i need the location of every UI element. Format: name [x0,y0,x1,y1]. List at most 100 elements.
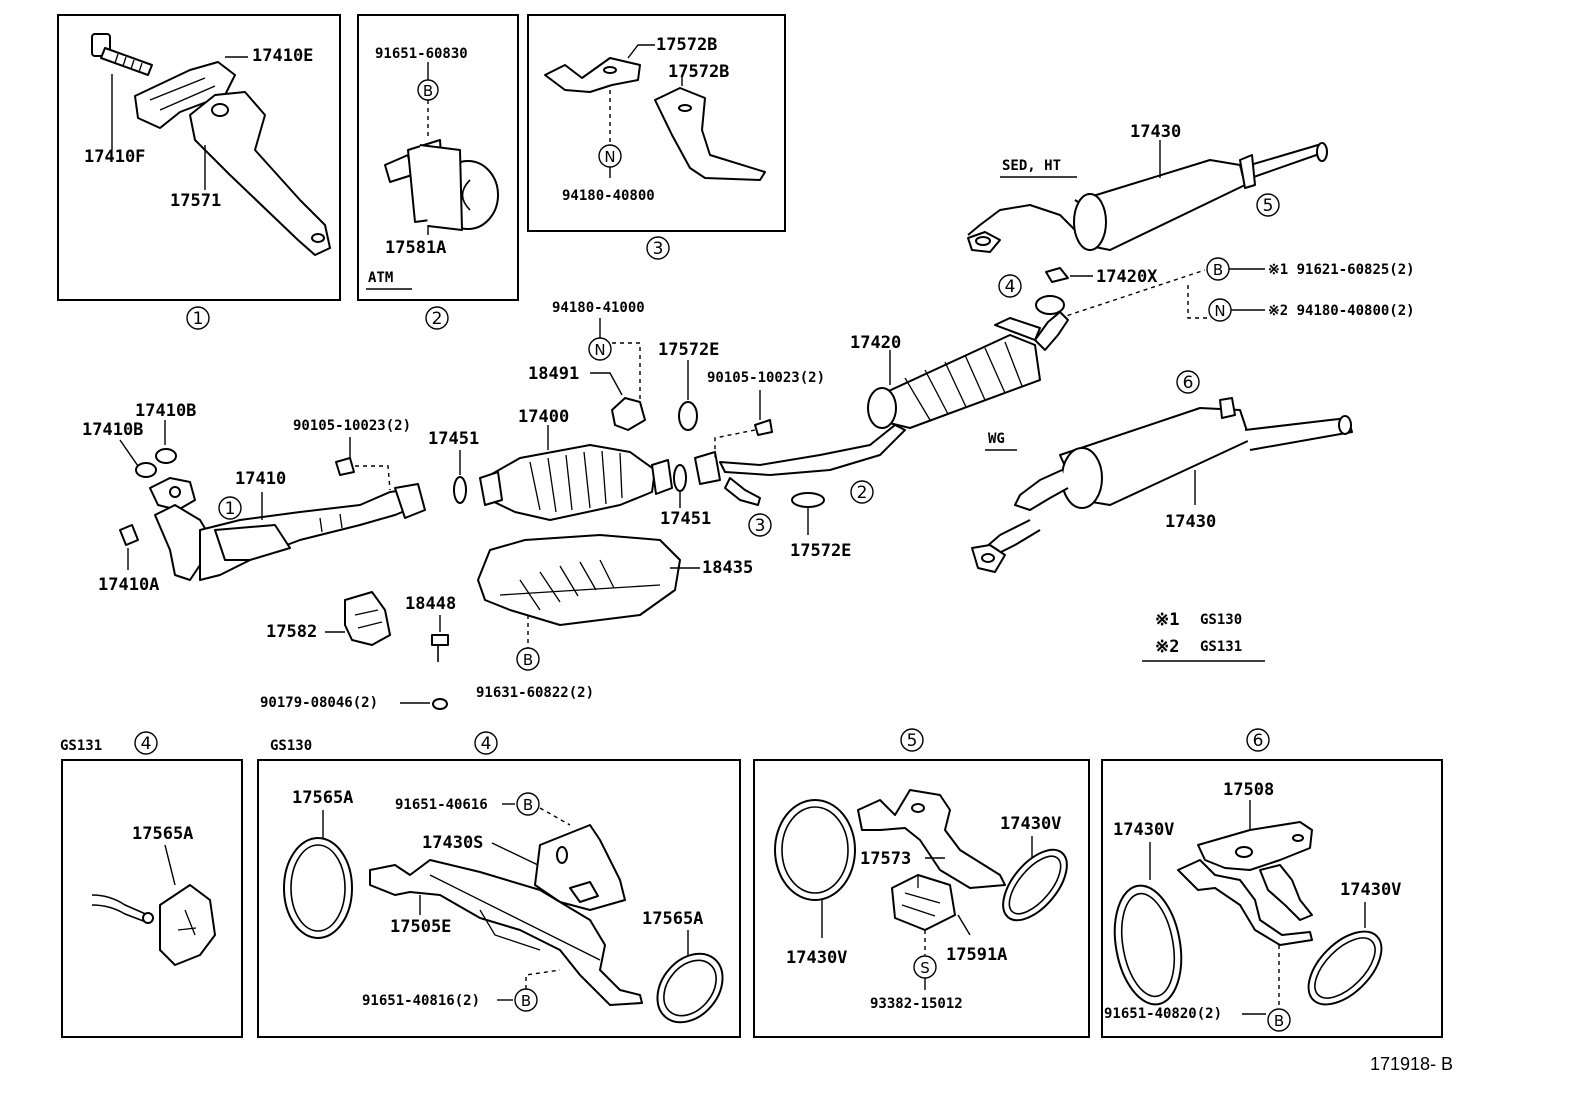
label-17572b-1: 17572B [656,35,717,55]
nut-n-symbol-top: N [1214,302,1225,320]
bolt-90105-right [754,419,773,436]
gasket-17410b-2 [135,462,157,478]
label-17505e: 17505E [390,917,451,937]
bolt-b-symbol-box4b-bottom: B [521,992,531,1010]
tail-pipe-wg [971,397,1353,573]
inset-box-4b: 17565A 91651-40616 B 17430S 17505E 17565… [257,759,741,1038]
label-93382-15012: 93382-15012 [870,996,963,1012]
label-17430v-box5-left: 17430V [786,948,847,968]
catalytic-converter-17400 [479,444,673,521]
inset-box-1-frame [57,14,341,301]
label-18491: 18491 [528,364,579,384]
label-17591a: 17591A [946,945,1007,965]
inset-box-4a-frame [61,759,243,1038]
bracket-17430s [534,824,626,911]
sed-ht-label: SED, HT [1002,158,1061,174]
gasket-17410b-1 [155,448,177,464]
bracket-17508 [1197,821,1313,871]
label-90105-10023-left: 90105-10023(2) [293,418,411,434]
box4b-model: GS130 [270,738,312,754]
inset-box-6: 17508 17430V 17430V 91651-40820(2) B [1101,759,1443,1038]
label-17573: 17573 [860,849,911,869]
box4a-callout: 4 [141,734,152,754]
ring-17430v-right-box6 [1307,930,1383,1006]
label-17572e-top: 17572E [658,340,719,360]
inset-box-4b-frame [257,759,741,1038]
callout-2-box: 2 [425,306,449,330]
figure-id: 171918- B [1370,1054,1453,1074]
label-17430v-box6-left: 17430V [1113,820,1174,840]
ring-17572e-top [678,401,698,431]
ring-17565a-left [283,837,353,939]
label-17508: 17508 [1223,780,1274,800]
callout-1-main [218,496,242,520]
nut-n-symbol-box3: N [604,148,615,166]
callout-1-box: 1 [186,306,210,330]
callout-3-main-text: 3 [755,516,766,536]
label-90105-10023-right: 90105-10023(2) [707,370,825,386]
screw-s-symbol: S [920,959,930,977]
label-91631-60822: 91631-60822(2) [476,685,594,701]
label-91621-60825: ※1 91621-60825(2) [1268,262,1415,278]
atm-note: ATM [368,270,393,286]
label-17420: 17420 [850,333,901,353]
nut-90179 [432,698,448,710]
bolt-b-symbol-box4b-top: B [523,796,533,814]
bolt-b-symbol: B [423,82,433,100]
callout-2-main-text: 2 [857,483,868,503]
callout-5-main-text: 5 [1263,196,1274,216]
label-17430v-box5-right: 17430V [1000,814,1061,834]
label-17410b-1: 17410B [135,401,196,421]
gasket-17420x [1045,267,1069,283]
label-91651-40820: 91651-40820(2) [1104,1006,1222,1022]
inset-box-2: 91651-60830 B 17581A ATM [357,14,519,301]
bracket-17573 [857,789,1006,889]
label-17572b-2: 17572B [668,62,729,82]
label-17565a-box4b-right: 17565A [642,909,703,929]
front-pipe-17410 [149,477,426,581]
callout-5-main [1256,193,1280,217]
label-17430v-box6-right: 17430V [1340,880,1401,900]
label-17410a: 17410A [98,575,159,595]
heat-insulator-18435 [477,534,681,626]
label-17451-left: 17451 [428,429,479,449]
label-17410: 17410 [235,469,286,489]
bracket-18491 [611,397,646,431]
label-17410e: 17410E [252,46,313,66]
gasket-17451-right [673,464,687,492]
legend-model-2: GS131 [1200,639,1242,655]
inset-box-1: 17410E 17410F 17571 [57,14,341,301]
bolt-17410f [91,33,153,76]
callout-1-text: 1 [193,309,204,329]
bolt-b-symbol-mid: B [523,651,533,669]
label-17410f: 17410F [84,147,145,167]
callout-2-main [850,480,874,504]
box4a-model: GS131 [60,738,102,754]
label-94180-40800-box3: 94180-40800 [562,188,655,204]
label-94180-40800-right: ※2 94180-40800(2) [1268,303,1415,319]
label-17565a-box4a: 17565A [132,824,193,844]
callout-2-text: 2 [432,309,443,329]
label-18435: 18435 [702,558,753,578]
ring-17430v-left-box6 [1113,884,1183,1006]
bolt-b-symbol-top: B [1213,261,1223,279]
callout-4-main [998,274,1022,298]
legend-mark-2: ※2 [1155,637,1179,657]
gasket-17451-left [453,476,467,504]
bolt-90105-left [335,457,355,476]
label-17581a: 17581A [385,238,446,258]
center-pipe-17420 [694,295,1069,506]
mount-17581a [384,139,499,231]
inset-box-5: 17430V 17573 17430V 17591A S 93382-15012 [753,759,1090,1038]
inset-box-5-frame [753,759,1090,1038]
label-17430s: 17430S [422,833,483,853]
label-17451-right: 17451 [660,509,711,529]
wg-label: WG [988,431,1005,447]
ring-17565a-right [656,952,724,1024]
tail-pipe-sed-ht [967,142,1328,253]
nut-n-symbol-mid: N [594,341,605,359]
mount-17591a [891,874,956,931]
label-17420x: 17420X [1096,267,1158,287]
